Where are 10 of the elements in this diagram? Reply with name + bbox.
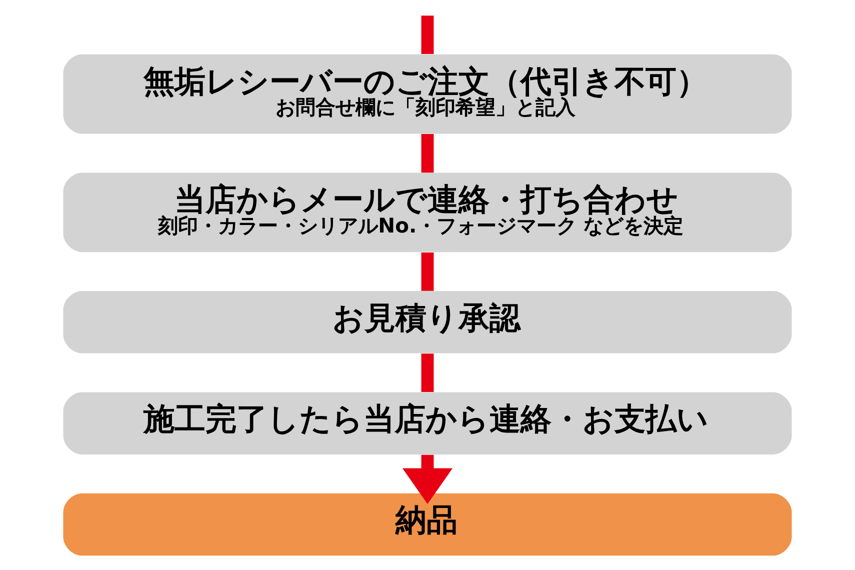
node-box: 施工完了したら当店から連絡・お支払い [63,392,792,454]
node-box: 納品 [63,493,792,556]
node-box: 当店からメールで連絡・打ち合わせ 刻印・カラー・シリアルNo.・フォージマーク などを決定 [63,172,792,252]
connector [421,134,434,173]
connector [421,252,434,291]
node-box: お見積り承認 [63,291,792,354]
connector [421,354,434,392]
node-box: 無垢レシーバーのご注文（代引き不可） お問合せ欄に「刻印希望」と記入 [63,54,792,134]
arrow [402,454,453,504]
connector [421,16,434,54]
